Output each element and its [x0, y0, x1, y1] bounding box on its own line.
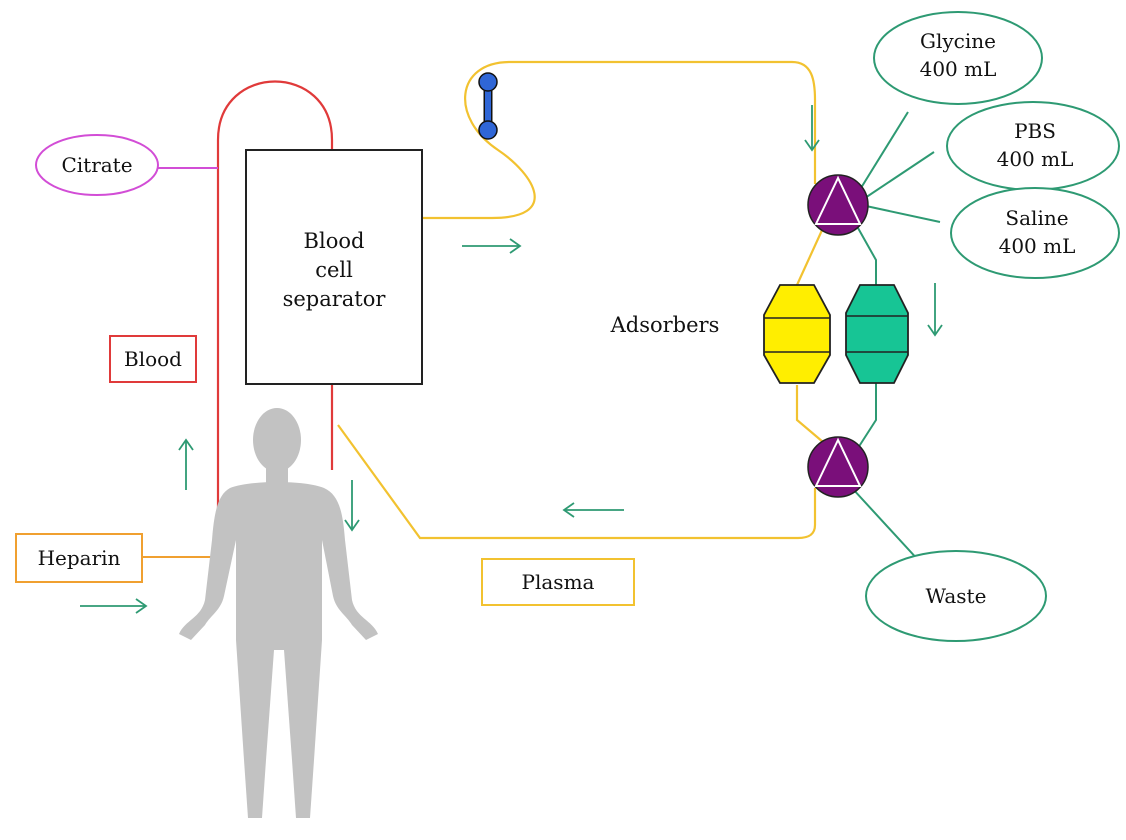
- blood-label-box: [109, 335, 197, 383]
- glycine-bag: [873, 11, 1043, 105]
- saline-line: [865, 205, 941, 223]
- glycine-line: [855, 111, 909, 197]
- blood-line: [216, 80, 334, 556]
- flow-arrow-down: [344, 480, 360, 532]
- three-way-valve-icon: [807, 436, 869, 498]
- heparin-label: Heparin: [38, 546, 121, 570]
- plasma-return-line: [337, 424, 817, 540]
- flow-arrow-down: [804, 105, 820, 152]
- citrate-label: Citrate: [61, 153, 132, 177]
- plasma-to-yellow-adsorber: [795, 227, 825, 443]
- flow-arrow-right: [80, 598, 148, 614]
- waste-label: Waste: [926, 584, 987, 608]
- flow-arrow-right: [462, 238, 522, 254]
- waste-line: [851, 487, 921, 563]
- heparin-box: [15, 533, 143, 583]
- citrate-bag: [35, 134, 159, 196]
- glycine-label: Glycine: [920, 29, 996, 53]
- plasma-out-line: [423, 60, 817, 220]
- pbs-line: [861, 151, 935, 201]
- saline-volume: 400 mL: [999, 234, 1076, 258]
- flow-arrow-up: [178, 438, 194, 490]
- green-adsorber: [845, 284, 909, 384]
- plasma-box: [481, 558, 635, 606]
- pbs-volume: 400 mL: [997, 147, 1074, 171]
- separator-label-line2: cell: [315, 258, 353, 282]
- pbs-label: PBS: [1014, 119, 1056, 143]
- yellow-adsorber: [763, 284, 831, 384]
- waste-bag: [865, 550, 1047, 642]
- glycine-volume: 400 mL: [920, 57, 997, 81]
- saline-label: Saline: [1005, 206, 1068, 230]
- saline-bag: [950, 187, 1120, 279]
- three-way-valve-icon: [807, 174, 869, 236]
- blood-label: Blood: [124, 347, 182, 371]
- separator-label-line1: Blood: [304, 229, 365, 253]
- roller-pump-icon: [478, 72, 498, 140]
- blood-cell-separator: [245, 149, 423, 385]
- adsorbers-label: Adsorbers: [610, 313, 720, 337]
- human-figure-icon: [179, 408, 378, 818]
- separator-label-line3: separator: [283, 287, 387, 311]
- green-adsorber-line: [857, 227, 877, 449]
- pbs-bag: [946, 101, 1120, 191]
- flow-arrow-left: [562, 502, 624, 518]
- flow-arrow-down: [927, 283, 943, 337]
- plasma-label: Plasma: [522, 570, 595, 594]
